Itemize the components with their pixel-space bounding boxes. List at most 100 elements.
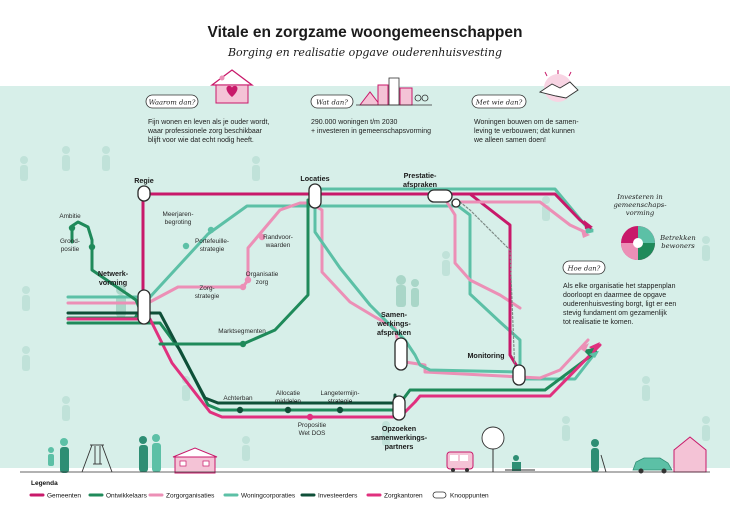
node-opzoeken[interactable] — [392, 395, 406, 421]
bench-person-illustration — [505, 455, 535, 471]
legend-title: Legenda — [31, 480, 58, 487]
waarom-text-2: waar professionele zorg beschikbaar — [147, 128, 263, 135]
label-langetermijn-1: Langetermijn- — [320, 390, 359, 397]
stations — [137, 183, 526, 421]
hoe-tag-box — [562, 260, 606, 275]
label-zorgstrategie-1: Zorg- — [199, 285, 214, 292]
station-samenwerking-3: afspraken — [377, 328, 411, 337]
targets: Investeren in gemeenschaps- vorming Betr… — [613, 193, 696, 260]
node-samenwerking[interactable] — [394, 337, 408, 371]
metwie-block: Met wie dan? Woningen bouwen om de samen… — [471, 70, 579, 144]
people-silhouettes — [20, 146, 710, 461]
tree-icon — [481, 426, 505, 472]
hoe-tag: Hoe dan? — [567, 265, 601, 273]
node-regie[interactable] — [137, 185, 151, 202]
buildings-icon — [356, 77, 432, 106]
puzzle-icon — [621, 226, 655, 260]
legend-label-1: Ontwikkelaars — [106, 493, 148, 500]
label-meerjaren-1: Meerjaren- — [163, 211, 194, 218]
legend-label-0: Gemeenten — [47, 493, 81, 500]
station-dots — [68, 224, 344, 421]
label-propositie-1: Propositie — [298, 422, 327, 429]
arrow-heads-top — [581, 220, 594, 238]
station-locaties: Locaties — [300, 174, 329, 183]
hoe-text-1: Als elke organisatie het stappenplan — [563, 283, 676, 290]
house-icon — [172, 447, 218, 474]
metwie-text-2: leving te verbouwen; dat kunnen — [474, 128, 575, 135]
label-allocatie-2: middelen — [275, 398, 301, 405]
station-netwerk-1: Netwerk- — [98, 269, 129, 278]
couple-illustration — [139, 434, 161, 472]
label-marktsegmenten: Marktsegmenten — [218, 328, 266, 335]
metwie-tag: Met wie dan? — [475, 99, 523, 107]
station-opzoeken-3: partners — [385, 442, 414, 451]
label-allocatie-1: Allocatie — [276, 390, 301, 397]
waarom-tag-box — [145, 94, 199, 109]
station-opzoeken-1: Opzoeken — [382, 424, 416, 433]
page-subtitle: Borging en realisatie opgave ouderenhuis… — [227, 46, 502, 59]
label-propositie-2: Wet DOS — [299, 430, 326, 437]
node-netwerk[interactable] — [137, 289, 151, 325]
label-portefeuille-2: strategie — [200, 246, 225, 253]
page-title: Vitale en zorgzame woongemeenschappen — [208, 24, 523, 41]
label-randvoor-2: waarden — [265, 242, 291, 249]
waarom-tag: Waarom dan? — [149, 99, 196, 107]
target-betrekken-2: bewoners — [661, 242, 695, 250]
line-ontwikkelaars-main — [66, 321, 598, 412]
target-investeren-2: gemeenschaps- — [613, 201, 667, 209]
family-illustration — [48, 438, 69, 473]
legend-label-2: Zorgorganisaties — [166, 493, 215, 500]
metwie-text-1: Woningen bouwen om de samen- — [474, 119, 579, 126]
station-prestatie-2: afspraken — [403, 180, 437, 189]
label-grondpositie-2: positie — [61, 246, 80, 253]
label-langetermijn-2: strategie — [328, 398, 353, 405]
node-prestatie[interactable] — [427, 189, 453, 203]
station-prestatie-1: Prestatie- — [404, 171, 437, 180]
node-monitoring[interactable] — [512, 364, 526, 386]
metwie-text-3: we alleen samen doen! — [473, 137, 546, 144]
node-prestatie-b[interactable] — [451, 198, 461, 208]
wat-tag: Wat dan? — [316, 99, 348, 107]
legend: Legenda Gemeenten Ontwikkelaars Zorgorgani… — [29, 480, 489, 500]
station-regie: Regie — [134, 176, 154, 185]
legend-label-3: Woningcorporaties — [241, 493, 296, 500]
waarom-text-1: Fijn wonen en leven als je ouder wordt, — [148, 119, 269, 126]
label-achterban: Achterban — [223, 395, 253, 402]
hoe-text-5: tot realisatie te komen. — [563, 319, 633, 326]
label-randvoor-1: Randvoor- — [263, 234, 293, 241]
wat-block: Wat dan? 290.000 woningen t/m 2030 + inv… — [310, 77, 432, 135]
handshake-icon — [538, 70, 579, 102]
label-ambitie: Ambitie — [59, 213, 81, 220]
station-opzoeken-2: samenwerkings- — [371, 433, 428, 442]
swing-icon — [81, 444, 113, 473]
legend-knooppunten: Knooppunten — [450, 493, 489, 500]
legend-knooppunten-icon — [432, 491, 447, 499]
station-monitoring: Monitoring — [467, 351, 504, 360]
bottom-scene — [20, 426, 710, 474]
hoe-text-4: stevig fundament om gezamenlijk — [563, 310, 667, 317]
wat-tag-box — [310, 94, 354, 109]
station-samenwerking-2: werkings- — [376, 319, 411, 328]
label-grondpositie-1: Grond- — [60, 238, 80, 245]
hoe-text-3: ouderenhuisvesting borgt, ligt er een — [563, 301, 676, 308]
label-organisatiezorg-2: zorg — [256, 279, 269, 286]
heart-house-icon — [210, 69, 254, 104]
target-betrekken-1: Betrekken — [659, 234, 696, 242]
legend-label-4: Investeerders — [318, 493, 358, 500]
node-locaties[interactable] — [308, 183, 322, 209]
line-ontwikkelaars-locaties — [158, 198, 310, 346]
line-woningcorporaties — [66, 204, 598, 381]
hoe-block: Hoe dan? Als elke organisatie het stappe… — [562, 260, 676, 326]
wat-text-1: 290.000 woningen t/m 2030 — [311, 119, 398, 126]
legend-label-5: Zorgkantoren — [384, 493, 423, 500]
label-meerjaren-2: begroting — [165, 219, 192, 226]
metwie-tag-box — [471, 94, 527, 109]
line-zorgorganisaties-arrow — [453, 200, 587, 234]
station-netwerk-2: vorming — [99, 278, 127, 287]
wat-text-2: + investeren in gemeenschapsvorming — [311, 128, 431, 135]
label-organisatiezorg-1: Organisatie — [246, 271, 279, 278]
arrow-heads-bottom — [579, 342, 600, 358]
bus-icon — [446, 451, 474, 472]
